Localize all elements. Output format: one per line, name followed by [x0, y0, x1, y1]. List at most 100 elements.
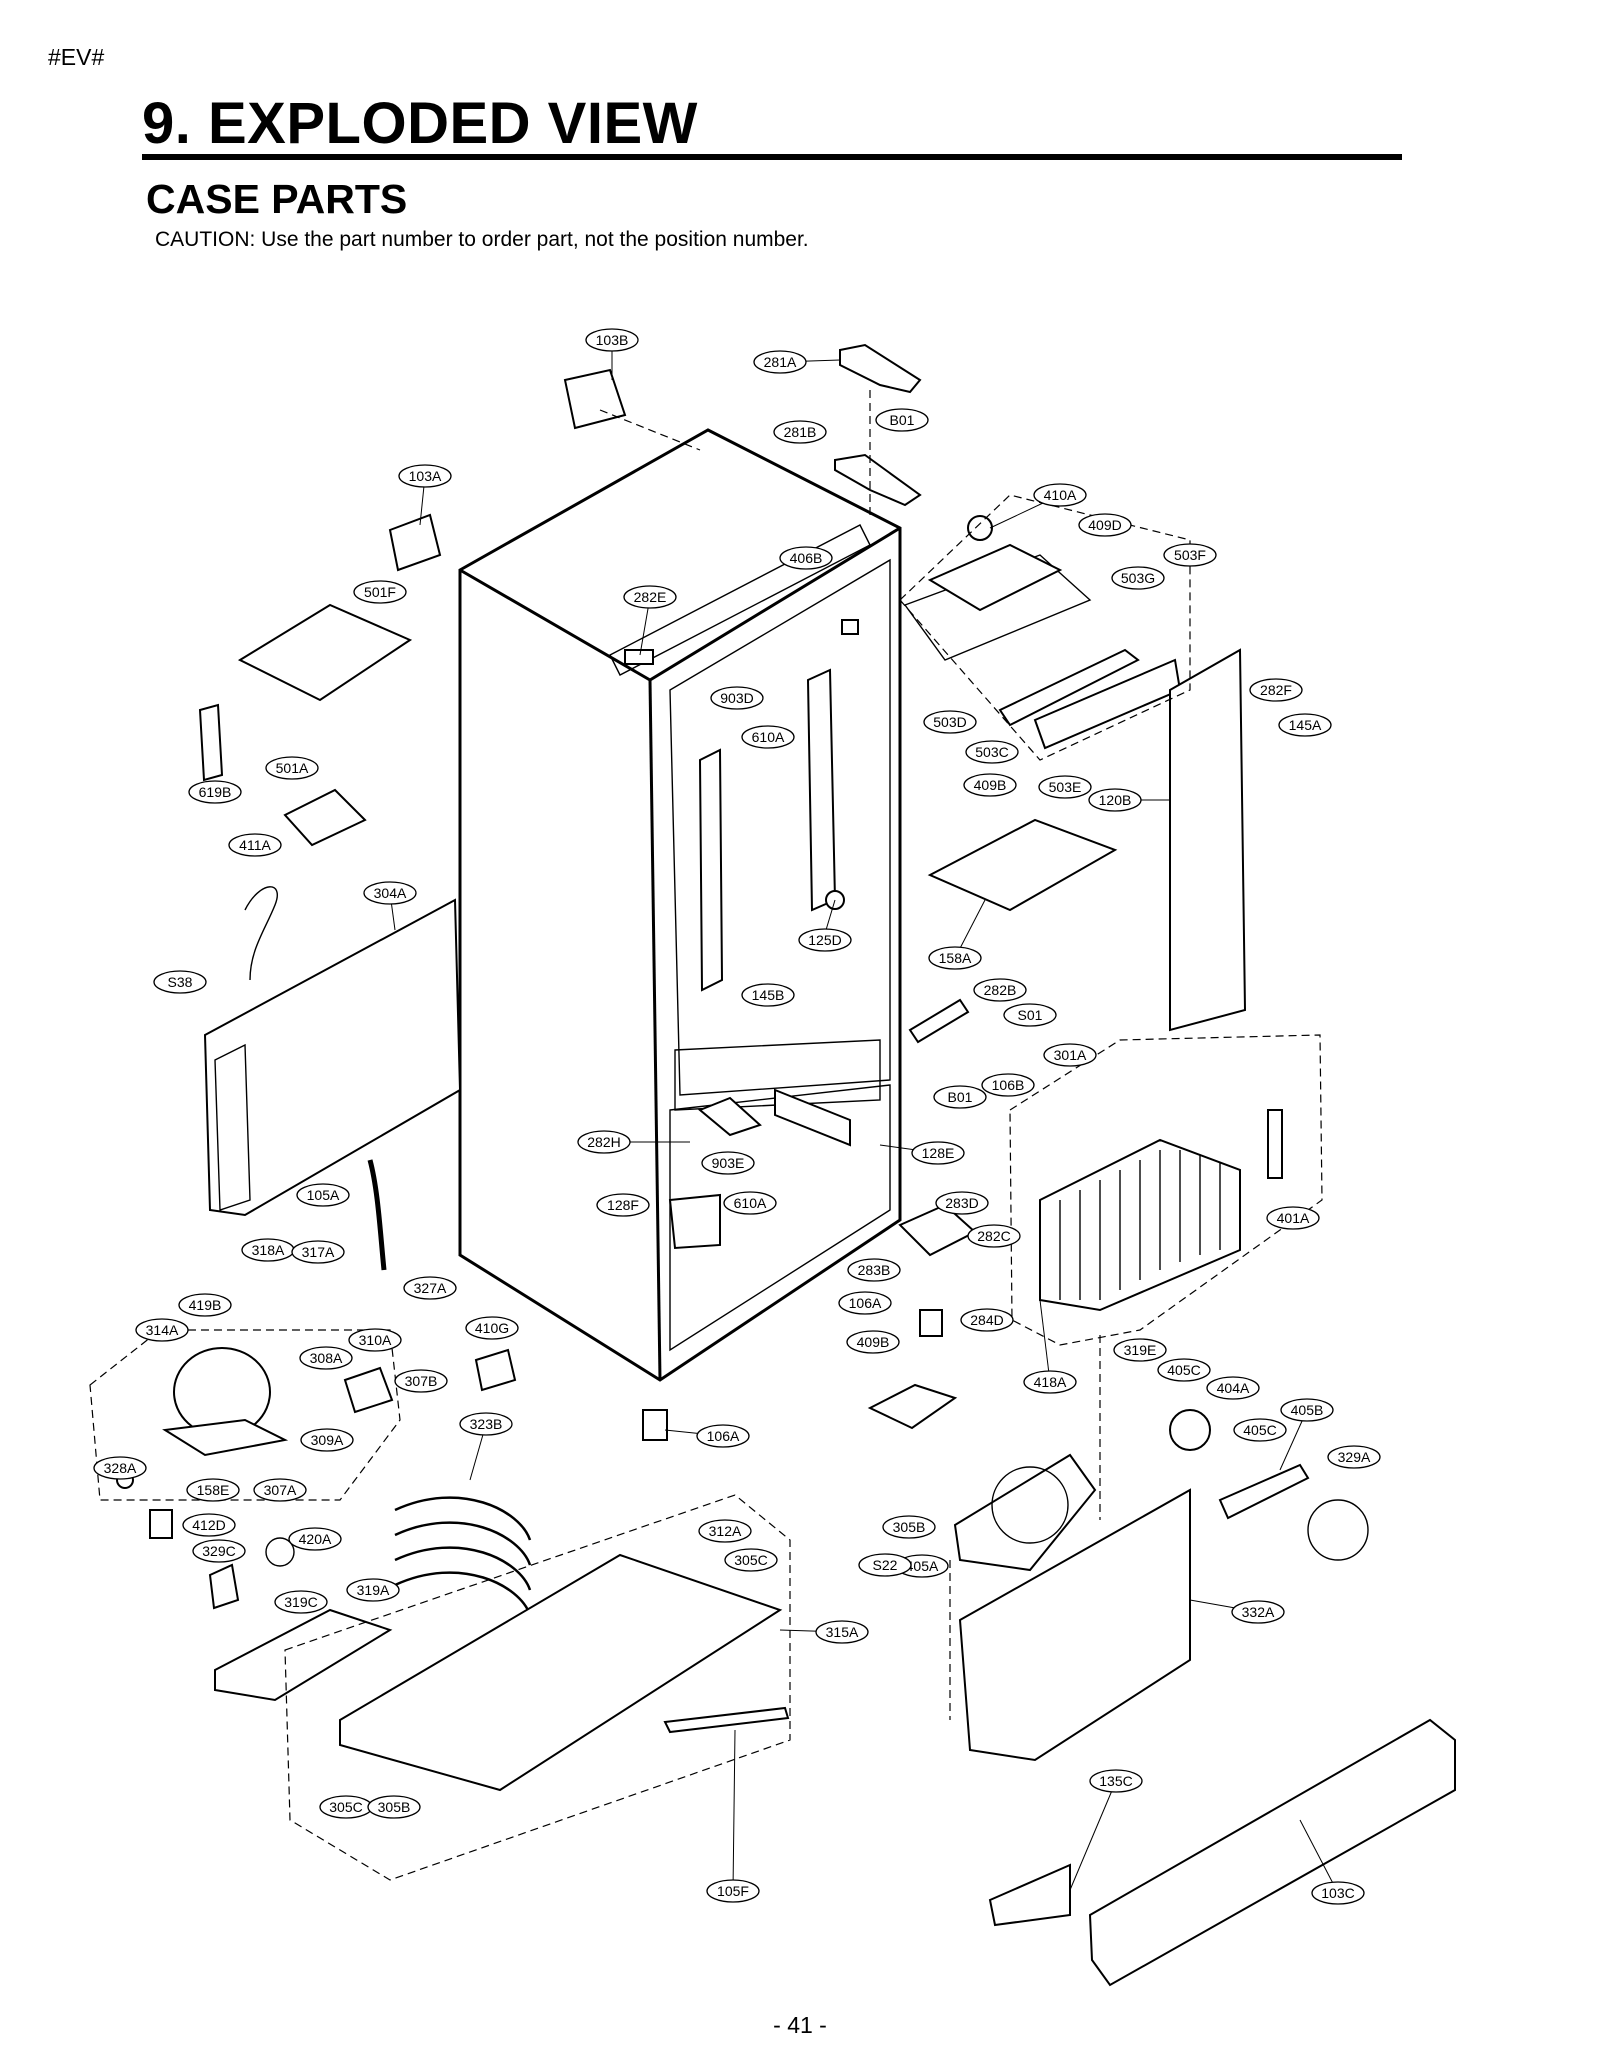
part-label-text: 282E: [634, 589, 667, 605]
part-label-oval: [135, 1318, 189, 1342]
part-label-text: 412D: [192, 1517, 225, 1533]
part-label: 323B: [459, 1412, 513, 1436]
part-label: 282E: [623, 585, 677, 609]
part-label: 310A: [348, 1328, 402, 1352]
part-label: 282B: [973, 978, 1027, 1002]
part-label-text: 120B: [1099, 792, 1132, 808]
part-label-oval: [577, 1130, 631, 1154]
part-label-oval: [585, 328, 639, 352]
part-label: 305C: [319, 1795, 373, 1819]
part-label: 301A: [1043, 1043, 1097, 1067]
part-label-oval: [967, 1224, 1021, 1248]
part-label-text: 410A: [1044, 487, 1077, 503]
part-label-oval: [353, 580, 407, 604]
part-label-oval: [858, 1553, 912, 1577]
power-cord-411a: [244, 886, 278, 981]
part-label-oval: [288, 1527, 342, 1551]
part-label: 319C: [274, 1590, 328, 1614]
part-label-oval: [1033, 483, 1087, 507]
relay-619b: [198, 703, 224, 782]
evaporator-group-boundary: [1009, 1034, 1323, 1346]
part-label: 145B: [741, 983, 795, 1007]
part-label-oval: [93, 1456, 147, 1480]
part-label: 318A: [241, 1238, 295, 1262]
part-label: S22: [858, 1553, 912, 1577]
part-label: 158A: [928, 946, 982, 970]
part-label-text: 308A: [310, 1350, 343, 1366]
part-label: 503C: [965, 740, 1019, 764]
part-label-text: 503C: [975, 744, 1008, 760]
part-label: 106A: [696, 1424, 750, 1448]
part-label-text: 903D: [720, 690, 753, 706]
drain-pan-319c: [214, 1608, 393, 1702]
part-label-text: 128E: [922, 1145, 955, 1161]
part-label: 282F: [1249, 678, 1303, 702]
part-label-oval: [1089, 1769, 1143, 1793]
grille-332a: [958, 1488, 1191, 1762]
base-plate-315a: [339, 1553, 783, 1792]
part-label-oval: [911, 1141, 965, 1165]
part-label-text: 284D: [970, 1312, 1003, 1328]
part-label-oval: [596, 1193, 650, 1217]
part-label-oval: [741, 725, 795, 749]
part-label: 312A: [698, 1519, 752, 1543]
part-label-oval: [773, 420, 827, 444]
part-label-oval: [1249, 678, 1303, 702]
part-label-oval: [153, 970, 207, 994]
part-label: 412D: [182, 1513, 236, 1537]
part-label-text: 503F: [1174, 547, 1206, 563]
cabinet: [458, 428, 902, 1382]
part-label-oval: [1266, 1206, 1320, 1230]
part-label-text: 411A: [239, 837, 271, 853]
part-label: 610A: [741, 725, 795, 749]
part-label-text: 103C: [1321, 1885, 1354, 1901]
part-label-text: 301A: [1054, 1047, 1087, 1063]
part-label-oval: [1023, 1370, 1077, 1394]
part-label: 305C: [724, 1548, 778, 1572]
part-label-text: B01: [948, 1089, 973, 1105]
part-label: 328A: [93, 1456, 147, 1480]
part-label-text: 103B: [596, 332, 629, 348]
part-label-oval: [274, 1590, 328, 1614]
part-label: 419B: [178, 1293, 232, 1317]
part-label-text: 106A: [849, 1295, 882, 1311]
part-label: 903E: [701, 1151, 755, 1175]
part-label-text: 328A: [104, 1460, 137, 1476]
part-label-oval: [253, 1478, 307, 1502]
title-underline: [142, 154, 1402, 160]
part-label-oval: [741, 983, 795, 1007]
part-label-text: 158E: [197, 1482, 230, 1498]
part-label-oval: [1233, 1418, 1287, 1442]
part-label-text: 310A: [359, 1332, 392, 1348]
part-label-text: 418A: [1034, 1374, 1067, 1390]
part-label-text: 405C: [1243, 1422, 1276, 1438]
part-label: 128E: [911, 1141, 965, 1165]
part-label-text: 304A: [374, 885, 407, 901]
part-label: 135C: [1089, 1769, 1143, 1793]
part-label: 410A: [1033, 483, 1087, 507]
lamp-cover-158a: [927, 818, 1118, 912]
page-title: 9. EXPLODED VIEW: [142, 91, 698, 156]
part-label-oval: [815, 1620, 869, 1644]
part-label-text: 158A: [939, 950, 972, 966]
part-label: 307A: [253, 1478, 307, 1502]
part-label-text: 503E: [1049, 779, 1082, 795]
part-label: 411A: [228, 833, 282, 857]
part-label-text: 315A: [826, 1624, 859, 1640]
part-label-text: S22: [873, 1557, 898, 1573]
part-label-oval: [1231, 1600, 1285, 1624]
part-label-oval: [178, 1293, 232, 1317]
part-label-oval: [394, 1369, 448, 1393]
part-label: 304A: [363, 881, 417, 905]
part-label: 329C: [192, 1539, 246, 1563]
document-tag: #EV#: [48, 44, 105, 70]
part-label: 125D: [798, 928, 852, 952]
part-label-oval: [403, 1276, 457, 1300]
capacitor-410g: [474, 1348, 517, 1392]
pcb-501a: [283, 788, 367, 847]
part-label-oval: [1280, 1398, 1334, 1422]
part-label: S38: [153, 970, 207, 994]
control-pcb-503c: [998, 648, 1140, 727]
part-label: 317A: [291, 1240, 345, 1264]
part-label: 305B: [367, 1795, 421, 1819]
